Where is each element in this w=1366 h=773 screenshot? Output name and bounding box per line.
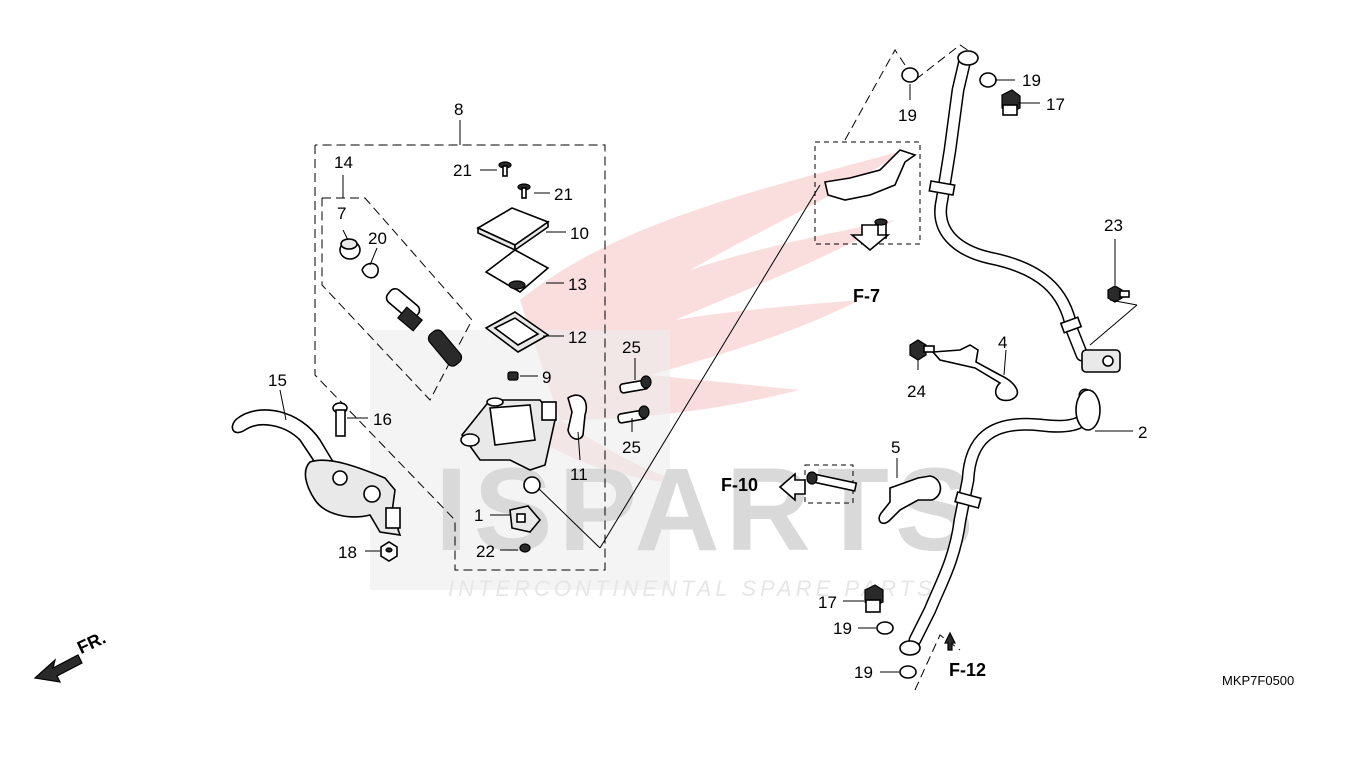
clamp-11 xyxy=(567,394,587,440)
circlip-20 xyxy=(361,262,379,279)
hose-joint-block xyxy=(1081,349,1121,373)
callout-7: 7 xyxy=(337,204,346,223)
callout-4: 4 xyxy=(998,333,1007,352)
hose-joint-bend xyxy=(1075,389,1101,431)
watermark: ISPARTS INTERCONTINENTAL SPARE PARTS xyxy=(370,150,974,601)
brake-hose xyxy=(899,50,1121,656)
bolt-17-bottom xyxy=(864,584,884,613)
callout-13: 13 xyxy=(568,275,587,294)
callout-2: 2 xyxy=(1138,423,1147,442)
callout-19c: 19 xyxy=(833,619,852,638)
drawing-code: MKP7F0500 xyxy=(1222,673,1294,688)
callout-18: 18 xyxy=(338,543,357,562)
hose-joint-bolt xyxy=(1102,355,1114,367)
nut-18 xyxy=(380,541,398,562)
bolt-23 xyxy=(1107,285,1130,303)
callout-20: 20 xyxy=(368,229,387,248)
callout-17b: 17 xyxy=(818,593,837,612)
assembly-box-14 xyxy=(321,197,473,401)
callout-19d: 19 xyxy=(854,663,873,682)
callout-11: 11 xyxy=(570,465,588,484)
piston xyxy=(385,287,424,332)
front-arrow-icon xyxy=(33,654,83,683)
leader-cylinder-diag xyxy=(534,484,601,549)
piston-set xyxy=(339,238,463,367)
ref-label-f10: F-10 xyxy=(721,475,758,495)
hose-collar-joint xyxy=(1059,316,1083,334)
arrow-f7 xyxy=(849,224,891,252)
callout-25a: 25 xyxy=(622,338,641,357)
leader-lines xyxy=(279,79,1138,673)
arrow-f10 xyxy=(778,472,806,502)
reference-labels: F-7 F-10 F-12 FR. MKP7F0500 xyxy=(74,286,1294,688)
bolt-24 xyxy=(909,339,935,361)
callout-10: 10 xyxy=(570,224,589,243)
callout-1: 1 xyxy=(474,506,483,525)
part-9 xyxy=(507,371,519,381)
bolt-25a xyxy=(619,375,652,394)
washer-19-top-left xyxy=(901,67,919,83)
washer-19-bottom-upper xyxy=(876,621,894,635)
hose-banjo-bottom xyxy=(899,640,921,656)
ref-label-f7: F-7 xyxy=(853,286,880,306)
washer-19-bottom-lower xyxy=(899,665,917,679)
callout-19b: 19 xyxy=(1022,71,1041,90)
screw-21b xyxy=(517,183,531,199)
callout-16: 16 xyxy=(373,410,392,429)
hose-upper-box xyxy=(844,44,976,141)
bracket-f7 xyxy=(824,149,917,239)
callout-12: 12 xyxy=(568,328,587,347)
arrow-f12 xyxy=(944,631,956,651)
callout-21b: 21 xyxy=(554,185,573,204)
switch-1 xyxy=(509,505,542,533)
hose-lower-box xyxy=(914,634,961,691)
clamp-5 xyxy=(878,475,942,525)
bolt-f10 xyxy=(806,471,858,492)
diaphragm-12 xyxy=(484,311,550,353)
callout-8: 8 xyxy=(454,100,463,119)
screw-22 xyxy=(519,543,531,553)
hose-collar-lower xyxy=(954,491,982,509)
front-label: FR. xyxy=(74,627,109,657)
callout-19a: 19 xyxy=(898,106,917,125)
callout-labels: 8 14 7 20 21 21 10 13 12 9 25 25 11 15 1… xyxy=(268,71,1147,682)
boot-7 xyxy=(339,238,361,260)
callout-15: 15 xyxy=(268,371,287,390)
callout-21a: 21 xyxy=(453,161,472,180)
callout-9: 9 xyxy=(542,368,551,387)
screw-21a xyxy=(498,161,512,177)
callout-22: 22 xyxy=(476,542,495,561)
hose-upper-fill xyxy=(935,55,1087,360)
bolt-25b xyxy=(617,405,650,424)
group-outlines xyxy=(314,44,976,691)
clamp-4 xyxy=(931,344,1019,402)
spring xyxy=(427,329,463,367)
callout-25b: 25 xyxy=(622,438,641,457)
callout-24: 24 xyxy=(907,382,926,401)
callout-14: 14 xyxy=(334,153,353,172)
plate-13 xyxy=(484,249,550,293)
bolt-17-top xyxy=(1001,89,1021,116)
washer-19-top-right xyxy=(979,72,997,88)
hose-banjo-top xyxy=(957,50,979,66)
reservoir-cap-10 xyxy=(476,207,550,252)
pivot-bolt-16 xyxy=(332,402,348,437)
assembly-box-8 xyxy=(314,144,606,571)
callout-17a: 17 xyxy=(1046,95,1065,114)
ref-label-f12: F-12 xyxy=(949,660,986,680)
watermark-tagline: INTERCONTINENTAL SPARE PARTS xyxy=(448,576,936,601)
leader-hose-to-cylinder xyxy=(599,184,821,549)
callout-23: 23 xyxy=(1104,216,1123,235)
callout-5: 5 xyxy=(891,438,900,457)
master-cylinder-body xyxy=(460,397,557,494)
brake-lever-15 xyxy=(231,409,402,536)
master-cylinder-parts xyxy=(460,161,652,553)
hose-collar-upper xyxy=(928,180,956,196)
